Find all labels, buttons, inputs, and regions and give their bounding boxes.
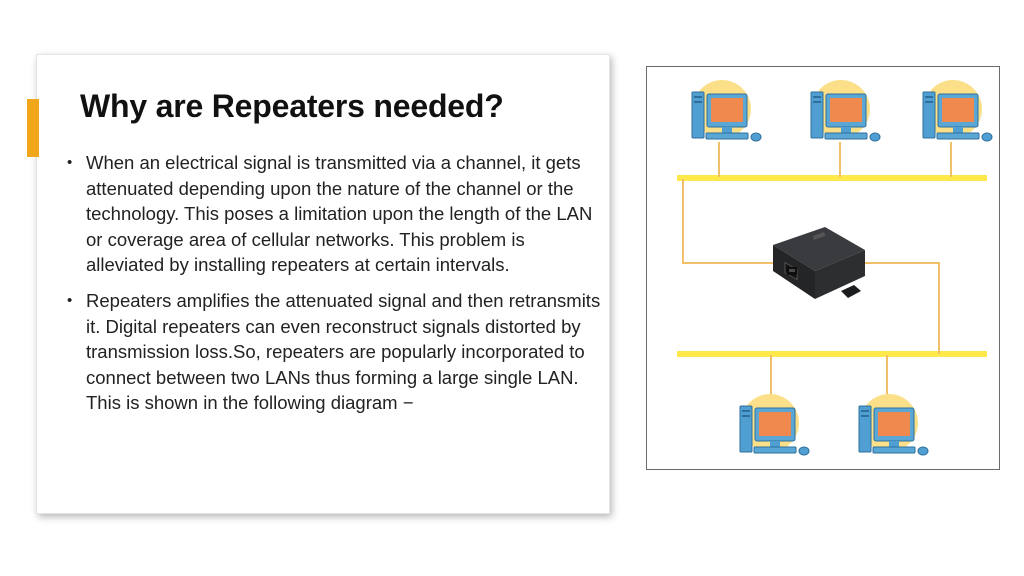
repeater-device-icon <box>773 227 865 299</box>
bullet-text: Repeaters amplifies the attenuated signa… <box>86 289 601 414</box>
bottom-lan-bus <box>677 351 987 357</box>
slide-card <box>36 54 610 514</box>
computer-icon <box>691 79 762 142</box>
bullet-dot-icon: • <box>67 291 73 309</box>
computer-icon <box>739 393 810 456</box>
computer-icon <box>922 79 993 142</box>
network-diagram-svg <box>677 79 993 456</box>
bullet-item: • When an electrical signal is transmitt… <box>64 150 604 278</box>
bullet-text: When an electrical signal is transmitted… <box>86 152 593 276</box>
network-diagram <box>646 66 1000 470</box>
top-lan-bus <box>677 175 987 181</box>
bullet-list: • When an electrical signal is transmitt… <box>64 150 604 426</box>
slide-title: Why are Repeaters needed? <box>80 88 504 124</box>
computer-icon <box>810 79 881 142</box>
bullet-item: • Repeaters amplifies the attenuated sig… <box>64 288 604 416</box>
accent-bar <box>27 99 39 157</box>
bullet-dot-icon: • <box>67 154 73 171</box>
computer-icon <box>858 393 929 456</box>
